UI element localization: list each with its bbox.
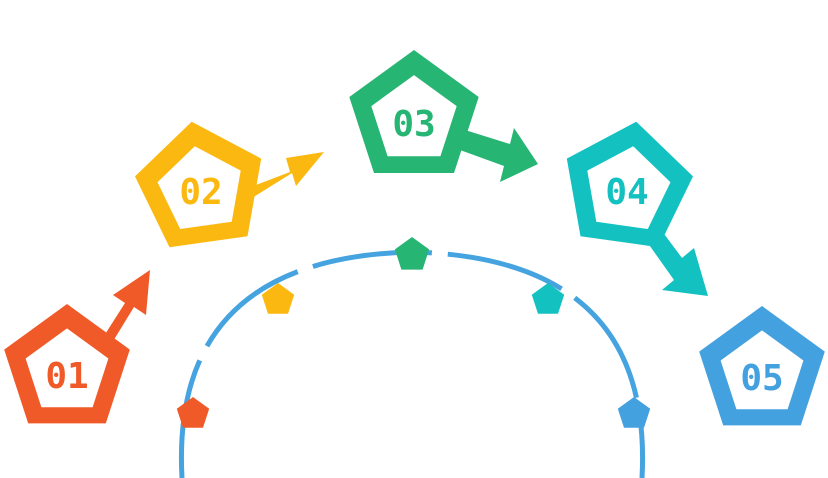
arc-marker-3	[394, 237, 430, 270]
arrow-step-02	[248, 152, 324, 198]
step-label-03: 03	[392, 104, 435, 145]
arrow-step-03	[460, 128, 538, 182]
step-04: 04	[566, 121, 708, 296]
pentagon-inner-step-01	[25, 328, 109, 408]
arc-marker-2	[261, 283, 295, 314]
step-label-05: 05	[740, 358, 783, 399]
arc-marker-1	[176, 397, 210, 428]
step-label-01: 01	[45, 356, 88, 397]
step-label-02: 02	[179, 172, 222, 213]
pentagon-inner-step-02	[157, 146, 241, 229]
pentagon-inner-step-03	[371, 75, 457, 157]
step-01: 01	[4, 270, 150, 424]
arc-markers	[176, 237, 651, 428]
step-05: 05	[699, 306, 825, 426]
arc-marker-5	[617, 397, 651, 428]
pentagon-inner-step-05	[720, 330, 804, 410]
pentagon-inner-step-04	[587, 146, 671, 229]
step-03: 03	[349, 50, 538, 182]
step-02: 02	[135, 121, 324, 248]
timeline-arc	[178, 249, 646, 478]
arc-marker-4	[531, 283, 565, 314]
step-label-04: 04	[605, 172, 648, 213]
